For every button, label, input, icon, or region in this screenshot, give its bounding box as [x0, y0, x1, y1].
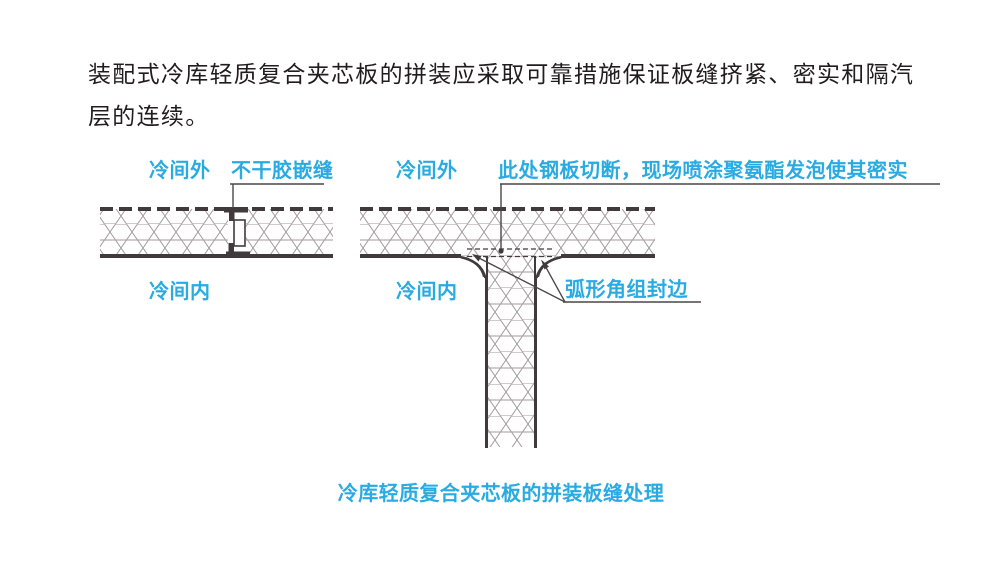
intro-paragraph: 装配式冷库轻质复合夹芯板的拼装应采取可靠措施保证板缝挤紧、密实和隔汽 层的连续。	[88, 62, 914, 129]
corner-trim-left	[457, 255, 487, 279]
junction-core	[464, 244, 558, 258]
intro-line-1: 装配式冷库轻质复合夹芯板的拼装应采取可靠措施保证板缝挤紧、密实和隔汽	[88, 62, 914, 87]
seam-channel	[233, 219, 246, 247]
cut-sheet-dashed-zone	[467, 248, 554, 258]
cut-note-leader-dot	[498, 248, 504, 254]
corner-leader-right	[542, 261, 566, 303]
seam-top-cap	[224, 207, 248, 213]
cut-note-label: 此处钢板切断，现场喷涂聚氨酯发泡使其密实	[498, 158, 908, 182]
right-outside-label: 冷间外	[396, 158, 458, 182]
corner-leader-right-arrowhead	[541, 259, 549, 270]
corner-trim-label: 弧形角组封边	[565, 277, 688, 301]
corner-leader-left-arrowhead	[472, 254, 482, 262]
seam-top-cap-tab	[229, 212, 235, 221]
left-panel-core	[100, 209, 333, 256]
wall-panel-core	[488, 256, 535, 447]
left-seam-label: 不干胶嵌缝	[231, 158, 334, 182]
right-tee-detail: 冷间外 此处钢板切断，现场喷涂聚氨酯发泡使其密实 冷间内 弧形角组封边	[360, 158, 940, 448]
left-outside-label: 冷间外	[149, 158, 211, 182]
left-inside-label: 冷间内	[149, 279, 211, 303]
seam-bottom-cap	[226, 251, 250, 257]
intro-line-2: 层的连续。	[88, 104, 210, 129]
seam-joint	[224, 207, 250, 257]
left-joint-detail: 冷间外 不干胶嵌缝 冷间内	[100, 158, 334, 303]
figure-caption: 冷库轻质复合夹芯板的拼装板缝处理	[338, 481, 664, 505]
corner-leader-left	[473, 254, 566, 303]
right-inside-label: 冷间内	[396, 279, 458, 303]
seam-bottom-cap-tab	[228, 243, 234, 252]
